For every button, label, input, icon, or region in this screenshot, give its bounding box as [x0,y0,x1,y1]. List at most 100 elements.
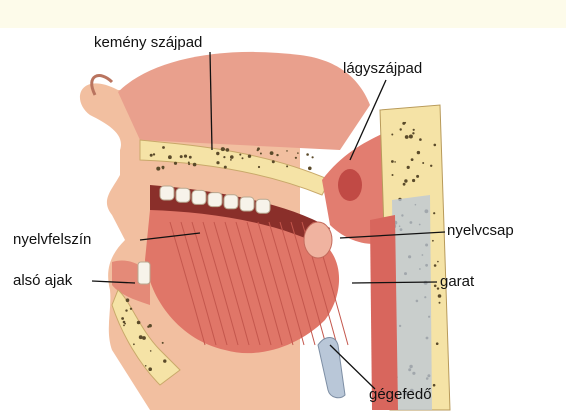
bone-speckle [224,166,227,169]
bone-speckle [432,240,434,242]
bone-speckle [174,162,177,165]
bone-speckle [413,129,415,131]
bone-speckle [422,162,424,164]
bone-speckle [248,155,251,158]
bone-speckle [409,135,413,139]
bone-speckle [295,157,297,159]
upper-tooth [192,190,206,204]
bone-speckle [124,323,126,325]
bone-speckle [216,161,219,164]
label-hard-palate: kemény szájpad [94,34,202,52]
bone-speckle [258,166,260,168]
bone-speckle [419,138,422,141]
bone-speckle [312,156,314,158]
upper-tooth [176,188,190,202]
bone-speckle [216,152,219,155]
bone-speckle [306,153,309,156]
bone-speckle [430,165,432,167]
bone-speckle [188,163,190,165]
bone-speckle [437,261,439,263]
bone-speckle [286,150,288,152]
upper-tooth [256,199,270,213]
bone-speckle [438,294,442,298]
bone-speckle [308,167,312,171]
bone-speckle [162,146,165,149]
bone-speckle [405,135,409,139]
bone-speckle [223,156,225,158]
bone-speckle [276,154,278,156]
bone-speckle [189,156,192,159]
bone-speckle [257,149,259,151]
soft-palate-shading [338,169,362,201]
bone-speckle [392,174,394,176]
bone-speckle [400,128,402,130]
bone-speckle [391,134,393,136]
label-epiglottis: gégefedő [369,386,432,404]
bone-speckle [286,165,288,167]
bone-speckle [437,287,439,289]
bone-speckle [150,350,152,352]
bone-speckle [230,159,232,161]
bone-speckle [162,342,164,344]
upper-tooth [240,197,254,211]
bone-speckle [242,157,244,159]
bone-speckle [123,325,125,327]
bone-speckle [126,298,130,302]
bone-speckle [150,154,153,157]
bone-speckle [436,342,439,345]
bone-speckle [439,302,441,304]
bone-speckle [407,166,410,169]
bone-speckle [403,183,406,186]
bone-speckle [133,343,135,345]
lower-incisor [138,262,150,284]
bone-speckle [297,152,299,154]
bone-speckle [139,335,143,339]
bone-speckle [412,132,414,134]
bone-speckle [121,317,124,320]
bone-speckle [270,151,274,155]
label-uvula: nyelvcsap [447,222,514,240]
bone-speckle [168,155,172,159]
bone-speckle [239,154,241,156]
bone-speckle [394,161,396,163]
upper-tooth [160,186,174,200]
bone-speckle [180,155,183,158]
bone-speckle [417,151,420,154]
bone-speckle [130,308,132,310]
bone-speckle [411,158,414,161]
bone-speckle [434,264,437,267]
bone-speckle [149,324,152,327]
bone-speckle [193,163,197,167]
nasal-region [118,52,370,150]
bone-speckle [260,153,262,155]
bone-speckle [156,167,160,171]
upper-tooth [224,195,238,209]
label-soft-palate: lágyszájpad [343,60,422,78]
bone-speckle [391,160,394,163]
bone-speckle [433,212,435,214]
bone-speckle [184,155,187,158]
bone-speckle [412,179,415,182]
bone-speckle [226,148,230,152]
bone-speckle [416,175,419,178]
upper-tooth [208,193,222,207]
bone-speckle [142,336,146,340]
pharynx-wall [370,215,398,410]
label-tongue-surface: nyelvfelszín [13,231,91,249]
bone-speckle [125,309,127,311]
uvula-shape [304,222,332,258]
bone-speckle [404,179,407,182]
label-pharynx: garat [440,273,474,291]
bone-speckle [230,155,234,159]
bone-speckle [153,153,155,155]
spine-blue-layer [392,195,432,410]
bone-speckle [434,285,437,288]
bone-speckle [163,359,166,362]
bone-speckle [137,321,141,325]
bone-speckle [145,365,147,367]
bone-speckle [148,367,152,371]
bone-speckle [272,160,275,163]
top-band [0,0,566,28]
bone-speckle [433,384,436,387]
